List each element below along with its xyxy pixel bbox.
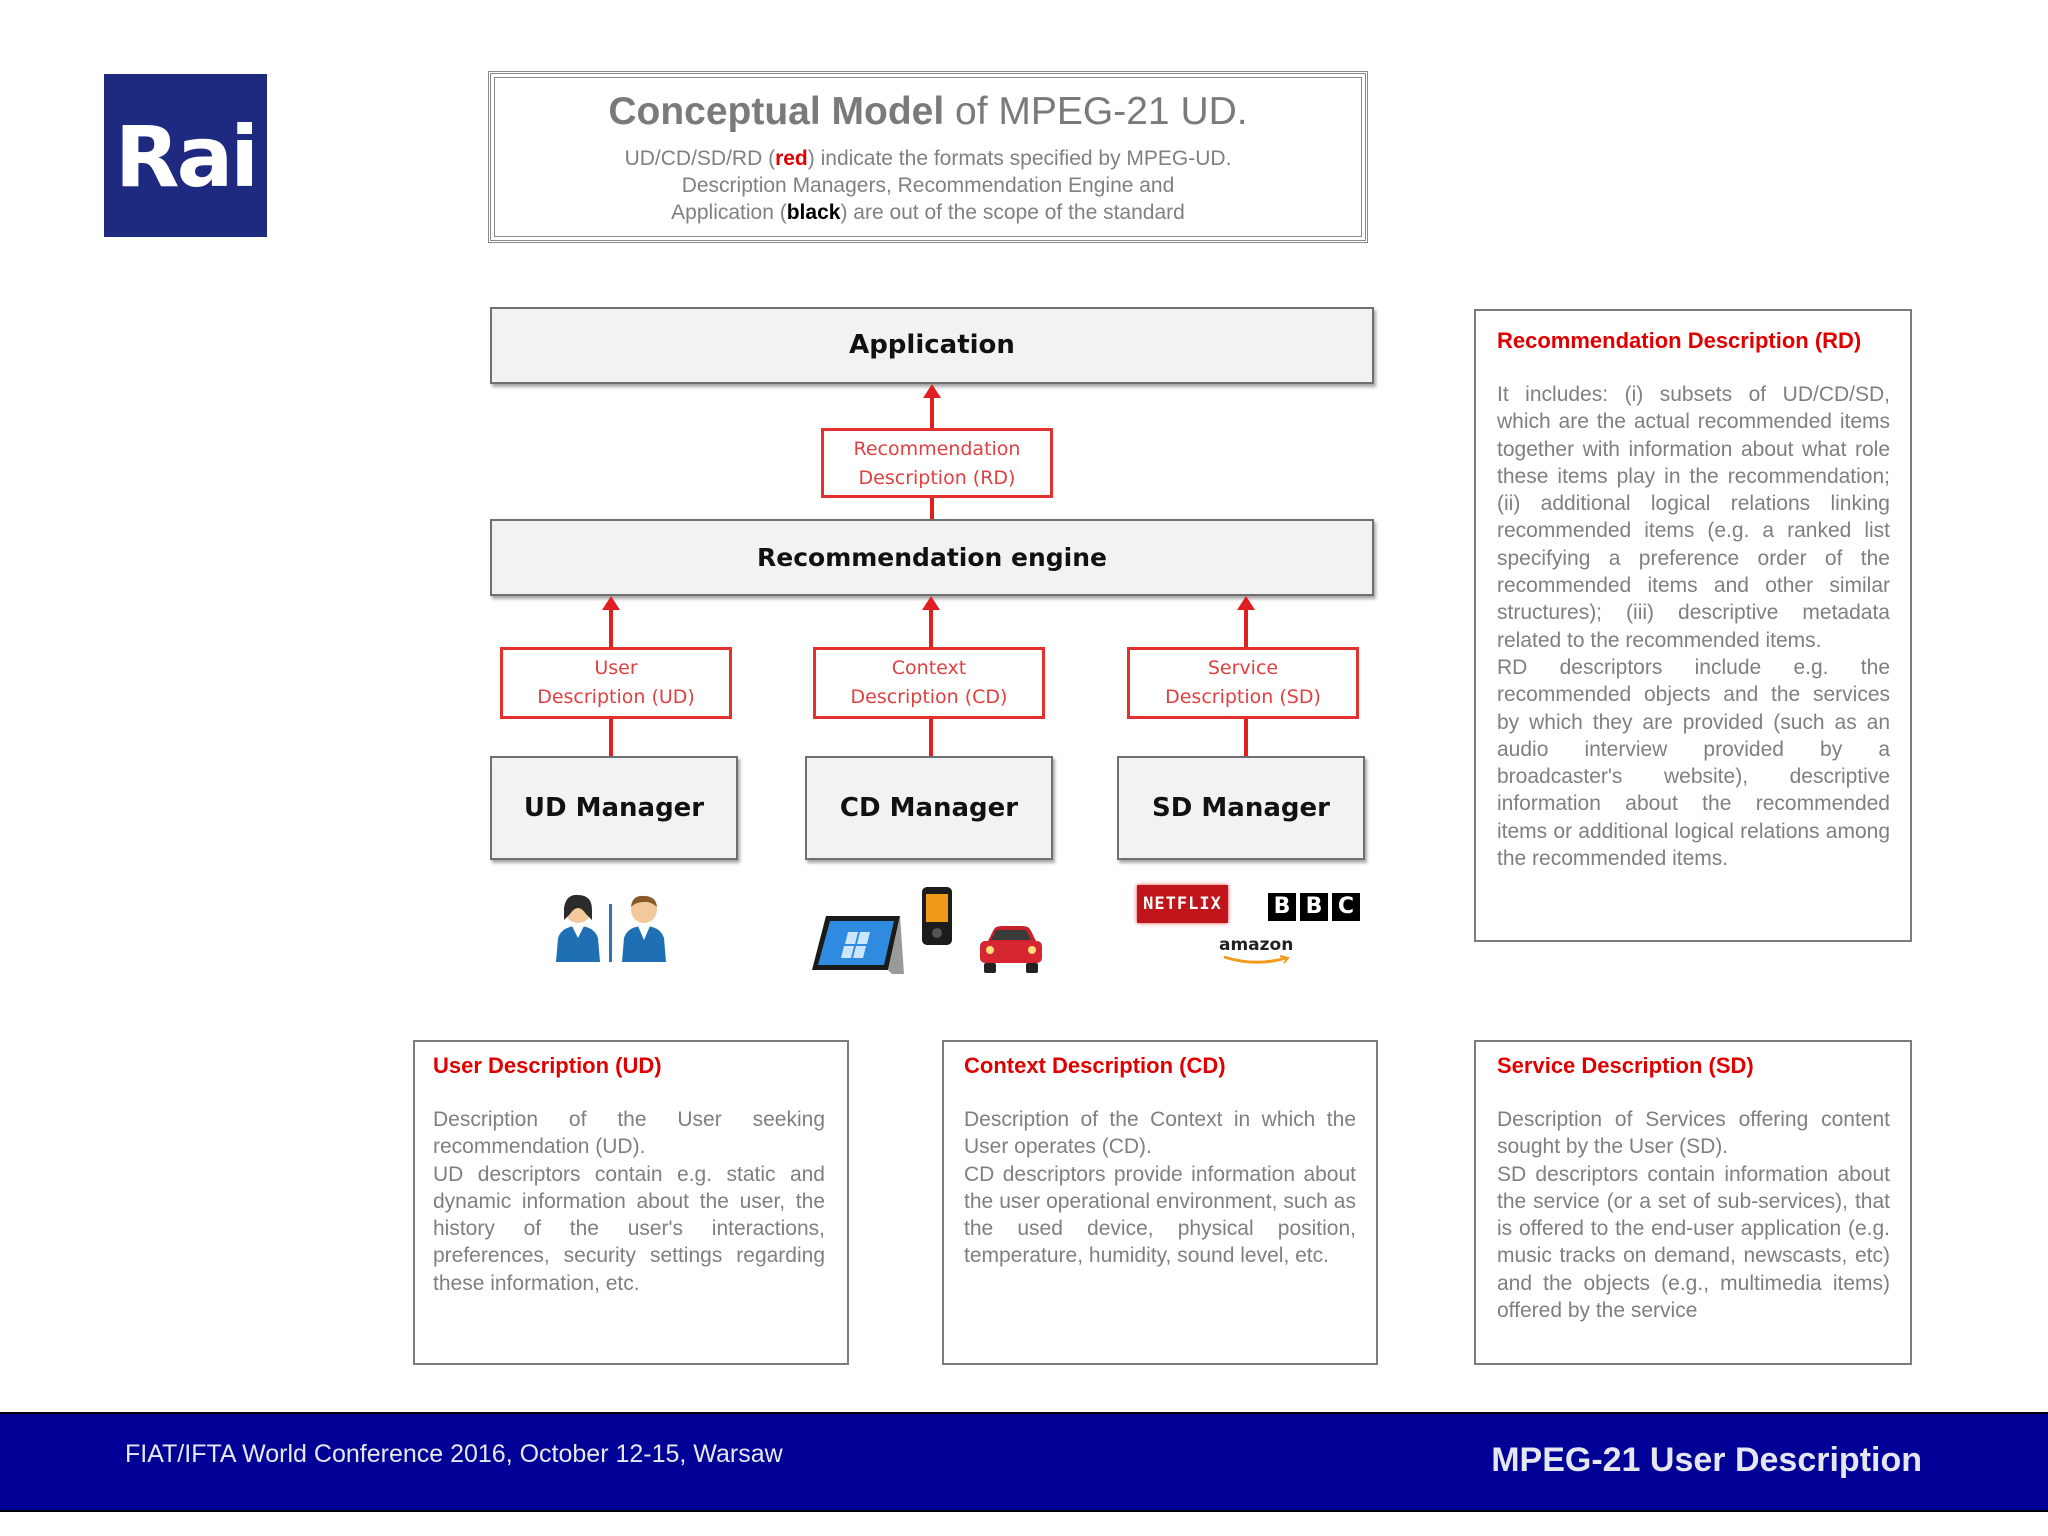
users-icon — [556, 894, 666, 962]
subtitle-black-word: black — [786, 201, 841, 224]
ud-panel: User Description (UD) Description of the… — [413, 1040, 849, 1365]
phone-icon — [922, 887, 952, 945]
car-icon — [980, 926, 1042, 973]
rd-panel: Recommendation Description (RD) It inclu… — [1474, 309, 1912, 942]
rd-panel-paragraph-1: It includes: (i) subsets of UD/CD/SD, wh… — [1497, 383, 1890, 652]
sd-box-line-1: Service — [1207, 657, 1279, 679]
sd-panel: Service Description (SD) Description of … — [1474, 1040, 1912, 1365]
line-ud-manager — [609, 719, 613, 756]
title-subtitle: UD/CD/SD/RD (red) indicate the formats s… — [491, 145, 1365, 226]
sd-manager-box: SD Manager — [1117, 756, 1365, 860]
sd-box: Service Description (SD) — [1127, 647, 1359, 719]
rd-box: Recommendation Description (RD) — [821, 428, 1053, 498]
cd-panel-body: Description of the Context in which the … — [964, 1106, 1356, 1270]
application-box: Application — [490, 307, 1374, 384]
line-engine-to-rd — [930, 498, 934, 519]
ud-box: User Description (UD) — [500, 647, 732, 719]
subtitle-line-3-pre: Application ( — [671, 201, 787, 224]
footer-conference: FIAT/IFTA World Conference 2016, October… — [125, 1440, 783, 1468]
arrowhead-sd-to-engine — [1237, 596, 1255, 610]
arrowhead-ud-to-engine — [602, 596, 620, 610]
cd-box-line-1: Context — [891, 657, 967, 679]
bbc-logo-b2: B — [1300, 893, 1328, 921]
recommendation-engine-box: Recommendation engine — [490, 519, 1374, 596]
arrow-line-rd-to-app — [930, 397, 934, 428]
cd-box-line-2: Description (CD) — [850, 686, 1008, 708]
cd-panel-paragraph-1: Description of the Context in which the … — [964, 1108, 1356, 1159]
line-sd-manager — [1244, 719, 1248, 756]
ud-panel-body: Description of the User seeking recommen… — [433, 1106, 825, 1297]
ud-box-line-1: User — [594, 657, 638, 679]
sd-panel-paragraph-1: Description of Services offering content… — [1497, 1108, 1890, 1159]
ud-panel-paragraph-1: Description of the User seeking recommen… — [433, 1108, 825, 1159]
tablet-icon — [812, 916, 904, 974]
rd-box-line-2: Description (RD) — [858, 467, 1016, 489]
footer-slide-topic: MPEG-21 User Description — [1491, 1441, 1922, 1479]
arrowhead-rd-to-app — [923, 384, 941, 398]
cd-box: Context Description (CD) — [813, 647, 1045, 719]
bbc-logo-b1: B — [1268, 893, 1296, 921]
arrowhead-cd-to-engine — [922, 596, 940, 610]
line-cd-manager — [929, 719, 933, 756]
arrow-line-sd-to-engine — [1244, 609, 1248, 647]
subtitle-line-3: Application (black) are out of the scope… — [491, 199, 1365, 226]
ud-panel-paragraph-2: UD descriptors contain e.g. static and d… — [433, 1162, 825, 1295]
amazon-logo: amazon — [1219, 935, 1294, 955]
cd-panel: Context Description (CD) Description of … — [942, 1040, 1378, 1365]
subtitle-line-2: Description Managers, Recommendation Eng… — [681, 174, 1175, 197]
slide-title-bold: Conceptual Model — [608, 90, 945, 133]
ud-box-line-2: Description (UD) — [537, 686, 695, 708]
rd-panel-title: Recommendation Description (RD) — [1497, 328, 1862, 353]
rai-logo-text: Rai — [114, 108, 259, 206]
ud-manager-box: UD Manager — [490, 756, 738, 860]
ud-panel-title: User Description (UD) — [433, 1053, 662, 1078]
rd-panel-paragraph-2: RD descriptors include e.g. the recommen… — [1497, 655, 1890, 871]
slide-title-rest: of MPEG-21 UD. — [944, 90, 1248, 133]
bbc-logo-c: C — [1332, 893, 1360, 921]
cd-manager-box: CD Manager — [805, 756, 1053, 860]
arrow-line-cd-to-engine — [929, 609, 933, 647]
cd-panel-paragraph-2: CD descriptors provide information about… — [964, 1162, 1356, 1268]
subtitle-line-1-pre: UD/CD/SD/RD ( — [624, 147, 776, 170]
netflix-logo: NETFLIX — [1137, 885, 1228, 923]
subtitle-red-word: red — [775, 147, 808, 170]
subtitle-line-1-post: ) indicate the formats specified by MPEG… — [807, 147, 1232, 170]
rd-panel-body: It includes: (i) subsets of UD/CD/SD, wh… — [1497, 381, 1890, 872]
sd-box-line-2: Description (SD) — [1165, 686, 1321, 708]
arrow-line-ud-to-engine — [609, 609, 613, 647]
amazon-smile-icon — [1223, 955, 1290, 964]
title-box: Conceptual Model of MPEG-21 UD. UD/CD/SD… — [488, 71, 1368, 243]
sd-panel-title: Service Description (SD) — [1497, 1053, 1754, 1078]
footer-bar — [0, 1412, 2048, 1512]
slide-title: Conceptual Model of MPEG-21 UD. — [491, 89, 1365, 135]
subtitle-line-1: UD/CD/SD/RD (red) indicate the formats s… — [491, 145, 1365, 172]
subtitle-line-3-post: ) are out of the scope of the standard — [840, 201, 1185, 224]
sd-panel-paragraph-2: SD descriptors contain information about… — [1497, 1162, 1890, 1323]
sd-panel-body: Description of Services offering content… — [1497, 1106, 1890, 1324]
rd-box-line-1: Recommendation — [853, 438, 1021, 460]
rai-logo: Rai — [104, 74, 267, 237]
cd-panel-title: Context Description (CD) — [964, 1053, 1226, 1078]
